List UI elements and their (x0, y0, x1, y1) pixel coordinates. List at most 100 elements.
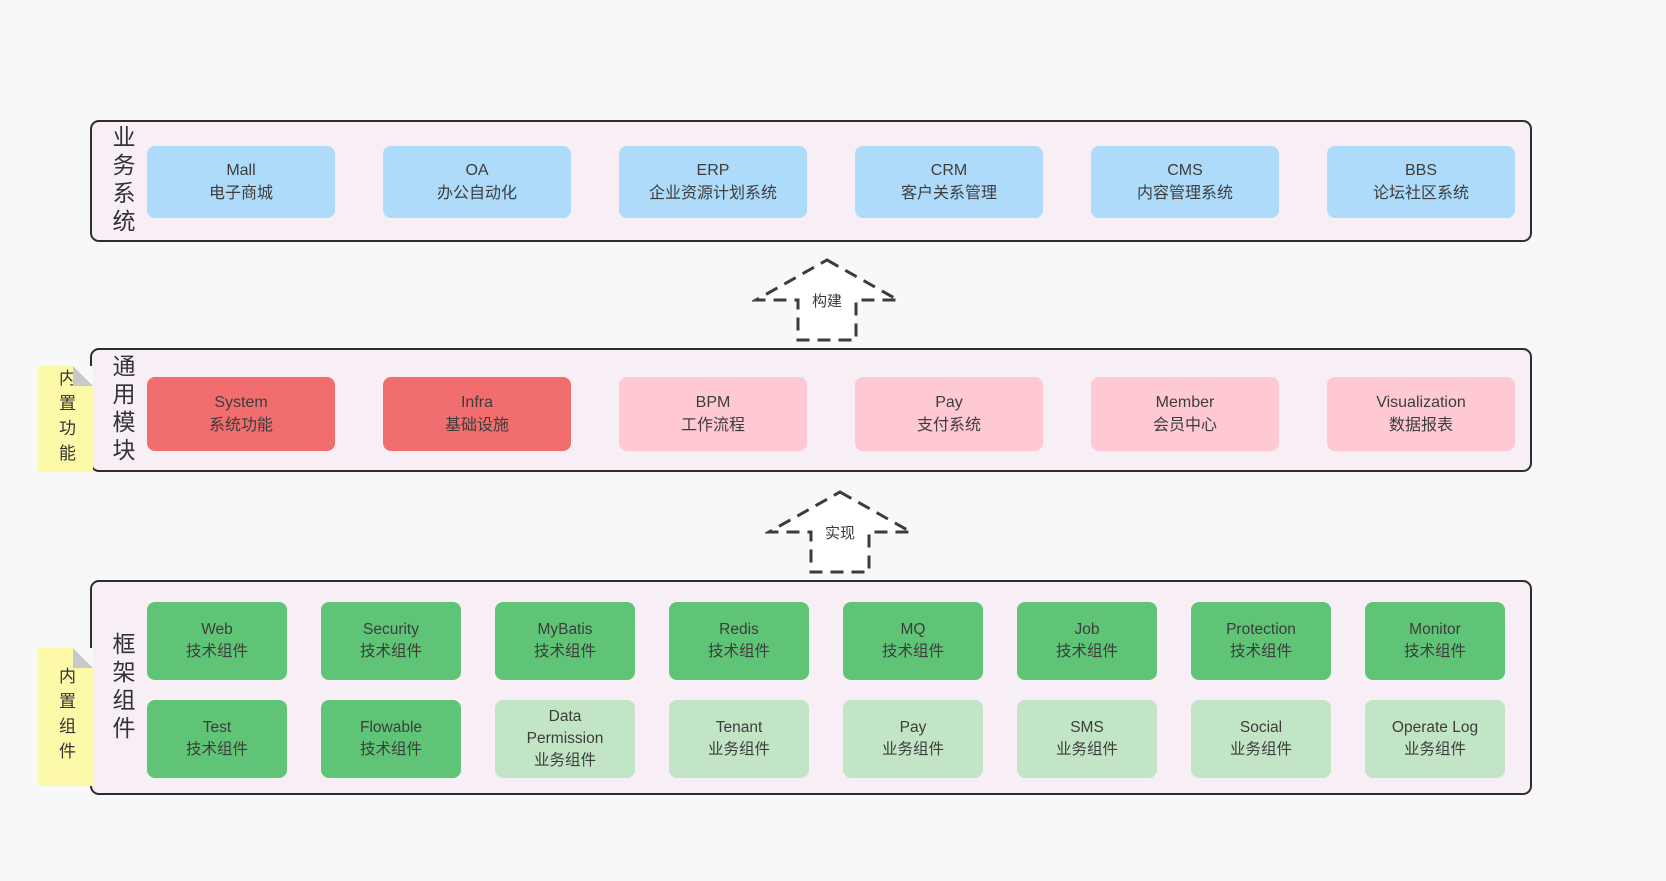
folded-corner-icon (73, 366, 93, 386)
box-monitor: Monitor 技术组件 (1365, 602, 1505, 680)
box-cms: CMS 内容管理系统 (1091, 146, 1279, 218)
box-subtitle: 技术组件 (707, 643, 770, 660)
box-social: Social 业务组件 (1191, 700, 1331, 778)
box-subtitle: 业务组件 (1403, 741, 1466, 758)
box-subtitle: 业务组件 (881, 741, 944, 758)
box-tenant: Tenant 业务组件 (669, 700, 809, 778)
box-pay-module: Pay 支付系统 (855, 377, 1043, 451)
box-security: Security 技术组件 (321, 602, 461, 680)
box-title: Mall (226, 161, 256, 179)
box-subtitle: 技术组件 (185, 741, 248, 758)
box-job: Job 技术组件 (1017, 602, 1157, 680)
box-member: Member 会员中心 (1091, 377, 1279, 451)
box-subtitle: 数据报表 (1388, 417, 1453, 434)
box-title: Social (1239, 719, 1283, 737)
box-title: Member (1155, 393, 1215, 411)
folded-corner-icon (73, 648, 93, 668)
box-title: BPM (695, 393, 731, 411)
box-title: Redis (719, 621, 759, 639)
box-title: ERP (696, 161, 730, 179)
box-title: Test (202, 719, 232, 737)
box-title: Protection (1226, 621, 1296, 639)
box-subtitle: 工作流程 (680, 417, 745, 434)
box-subtitle: 技术组件 (533, 643, 596, 660)
box-subtitle: 业务组件 (707, 741, 770, 758)
note-built-in-features: 内置功能 (38, 366, 93, 472)
box-subtitle: 办公自动化 (436, 185, 517, 202)
box-subtitle: 技术组件 (185, 643, 248, 660)
box-mall: Mall 电子商城 (147, 146, 335, 218)
box-title: Data Permission (526, 708, 604, 748)
box-subtitle: 业务组件 (533, 751, 596, 769)
box-title: CMS (1167, 161, 1203, 179)
box-subtitle: 支付系统 (916, 417, 981, 434)
framework-components-row-2: Test 技术组件 Flowable 技术组件 Data Permission … (147, 700, 1505, 778)
layer-common-modules: 通用模块 System 系统功能 Infra 基础设施 BPM 工作流程 Pay… (90, 348, 1532, 472)
box-subtitle: 客户关系管理 (900, 185, 997, 202)
box-title: SMS (1070, 719, 1104, 737)
layer-label-framework-components: 框架组件 (109, 631, 135, 744)
box-subtitle: 技术组件 (359, 741, 422, 758)
build-arrow-label: 构建 (808, 290, 846, 311)
box-infra: Infra 基础设施 (383, 377, 571, 451)
box-title: Pay (899, 719, 927, 737)
box-subtitle: 技术组件 (881, 643, 944, 660)
layer-business-systems: 业务系统 Mall 电子商城 OA 办公自动化 ERP 企业资源计划系统 CRM… (90, 120, 1532, 242)
box-oa: OA 办公自动化 (383, 146, 571, 218)
box-subtitle: 技术组件 (359, 643, 422, 660)
box-subtitle: 企业资源计划系统 (648, 185, 777, 202)
note-text: 内置组件 (56, 667, 75, 767)
box-web: Web 技术组件 (147, 602, 287, 680)
box-subtitle: 业务组件 (1229, 741, 1292, 758)
layer-label-business-systems: 业务系统 (109, 125, 135, 237)
box-bbs: BBS 论坛社区系统 (1327, 146, 1515, 218)
common-modules-row: System 系统功能 Infra 基础设施 BPM 工作流程 Pay 支付系统… (147, 377, 1515, 451)
box-subtitle: 论坛社区系统 (1372, 185, 1469, 202)
implement-arrow: 实现 (765, 488, 915, 576)
box-title: MyBatis (537, 621, 593, 639)
box-title: Visualization (1376, 393, 1466, 411)
box-crm: CRM 客户关系管理 (855, 146, 1043, 218)
box-protection: Protection 技术组件 (1191, 602, 1331, 680)
box-title: Infra (460, 393, 493, 411)
box-mq: MQ 技术组件 (843, 602, 983, 680)
box-subtitle: 会员中心 (1152, 417, 1217, 434)
box-pay-biz: Pay 业务组件 (843, 700, 983, 778)
box-data-permission: Data Permission 业务组件 (495, 700, 635, 778)
box-subtitle: 技术组件 (1403, 643, 1466, 660)
box-title: Flowable (359, 719, 423, 737)
box-sms: SMS 业务组件 (1017, 700, 1157, 778)
box-title: BBS (1404, 161, 1437, 179)
box-title: MQ (900, 621, 926, 639)
note-text: 内置功能 (56, 369, 75, 469)
box-title: System (214, 393, 268, 411)
box-test: Test 技术组件 (147, 700, 287, 778)
box-title: OA (465, 161, 489, 179)
framework-components-row-1: Web 技术组件 Security 技术组件 MyBatis 技术组件 Redi… (147, 602, 1505, 680)
box-subtitle: 业务组件 (1055, 741, 1118, 758)
box-title: Web (201, 621, 233, 639)
business-systems-row: Mall 电子商城 OA 办公自动化 ERP 企业资源计划系统 CRM 客户关系… (147, 146, 1515, 218)
box-subtitle: 技术组件 (1055, 643, 1118, 660)
note-built-in-components: 内置组件 (38, 648, 93, 786)
box-subtitle: 电子商城 (208, 185, 273, 202)
box-visualization: Visualization 数据报表 (1327, 377, 1515, 451)
box-system: System 系统功能 (147, 377, 335, 451)
box-title: Security (363, 621, 419, 639)
box-subtitle: 系统功能 (208, 417, 273, 434)
box-subtitle: 内容管理系统 (1136, 185, 1233, 202)
box-flowable: Flowable 技术组件 (321, 700, 461, 778)
box-title: Tenant (715, 719, 763, 737)
layer-framework-components: 框架组件 Web 技术组件 Security 技术组件 MyBatis 技术组件… (90, 580, 1532, 795)
box-title: Job (1074, 621, 1100, 639)
box-title: CRM (930, 161, 968, 179)
box-operate-log: Operate Log 业务组件 (1365, 700, 1505, 778)
box-erp: ERP 企业资源计划系统 (619, 146, 807, 218)
implement-arrow-label: 实现 (821, 522, 859, 543)
box-bpm: BPM 工作流程 (619, 377, 807, 451)
box-subtitle: 基础设施 (444, 417, 509, 434)
box-redis: Redis 技术组件 (669, 602, 809, 680)
box-title: Pay (935, 393, 963, 411)
box-title: Monitor (1409, 621, 1461, 639)
